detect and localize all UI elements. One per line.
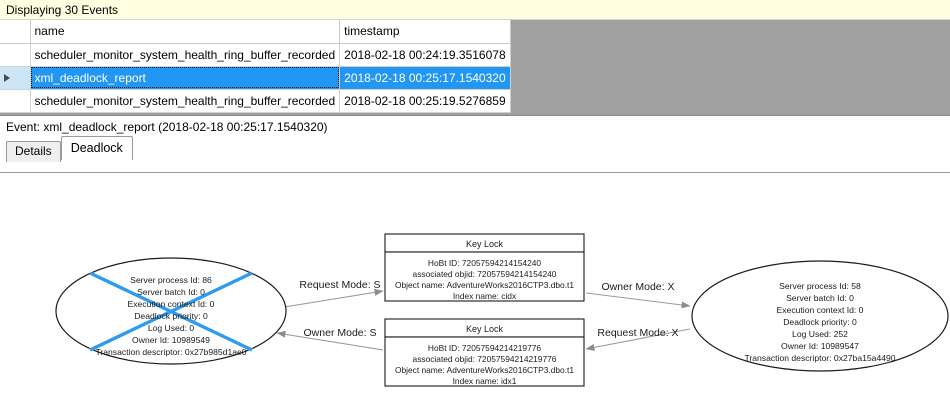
row-selector-arrow-icon bbox=[4, 74, 10, 83]
keylock-bottom-line-1: associated objid: 72057594214219776 bbox=[413, 354, 557, 364]
keylock-top-line-3: Index name: cidx bbox=[453, 291, 517, 301]
cell-name[interactable]: scheduler_monitor_system_health_ring_buf… bbox=[30, 89, 341, 113]
keylock-top-title: Key Lock bbox=[466, 239, 504, 249]
process-left-line-4: Log Used: 0 bbox=[148, 323, 195, 333]
row-selector-cell[interactable] bbox=[0, 43, 31, 67]
process-left-line-1: Server batch Id: 0 bbox=[137, 287, 205, 297]
events-grid[interactable]: name timestamp scheduler_monitor_system_… bbox=[0, 20, 511, 113]
cell-name[interactable]: scheduler_monitor_system_health_ring_buf… bbox=[30, 43, 341, 67]
process-left-line-5: Owner Id: 10989549 bbox=[132, 335, 210, 345]
deadlock-victim-cross-icon bbox=[89, 271, 253, 352]
deadlock-graph-canvas[interactable]: Request Mode: S Owner Mode: X Owner Mode… bbox=[0, 172, 950, 400]
keylock-bottom-line-2: Object name: AdventureWorks2016CTP3.dbo.… bbox=[395, 365, 574, 375]
process-left-line-3: Deadlock priority: 0 bbox=[134, 311, 208, 321]
row-selector-cell[interactable] bbox=[0, 66, 31, 90]
row-selector-cell[interactable] bbox=[0, 89, 31, 113]
detail-tabstrip[interactable]: Details Deadlock bbox=[0, 136, 950, 162]
table-row[interactable]: xml_deadlock_report 2018-02-18 00:25:17.… bbox=[0, 66, 511, 90]
displaying-events-banner: Displaying 30 Events bbox=[0, 0, 950, 20]
process-right-line-2: Execution context Id: 0 bbox=[777, 305, 864, 315]
event-detail-header: Event: xml_deadlock_report (2018-02-18 0… bbox=[0, 116, 950, 138]
keylock-top-line-2: Object name: AdventureWorks2016CTP3.dbo.… bbox=[395, 280, 574, 290]
tab-details[interactable]: Details bbox=[6, 141, 61, 162]
table-row[interactable]: scheduler_monitor_system_health_ring_buf… bbox=[0, 43, 511, 67]
process-right-line-6: Transaction descriptor: 0x27ba15a4490 bbox=[744, 353, 895, 363]
event-detail-title: Event: xml_deadlock_report (2018-02-18 0… bbox=[6, 120, 328, 134]
process-right-line-3: Deadlock priority: 0 bbox=[783, 317, 857, 327]
keylock-top-line-1: associated objid: 72057594214154240 bbox=[413, 269, 557, 279]
grid-header-name[interactable]: name bbox=[30, 20, 341, 44]
process-node-right[interactable]: Server process Id: 58 Server batch Id: 0… bbox=[691, 260, 949, 372]
process-right-line-1: Server batch Id: 0 bbox=[786, 293, 854, 303]
edge-right-owner-top: Owner Mode: X bbox=[585, 281, 691, 309]
events-grid-container[interactable]: name timestamp scheduler_monitor_system_… bbox=[0, 20, 950, 116]
cell-timestamp[interactable]: 2018-02-18 00:24:19.3516078 bbox=[339, 43, 511, 67]
edge-bottom-request-right: Request Mode: X bbox=[585, 327, 691, 351]
process-right-line-4: Log Used: 252 bbox=[792, 329, 848, 339]
cell-timestamp[interactable]: 2018-02-18 00:25:17.1540320 bbox=[339, 66, 511, 90]
edge-label-left-request-top: Request Mode: S bbox=[299, 279, 380, 291]
process-left-line-6: Transaction descriptor: 0x27b985d1ae0 bbox=[95, 347, 246, 357]
resource-node-keylock-top[interactable]: Key Lock HoBt ID: 72057594214154240 asso… bbox=[384, 233, 585, 302]
grid-header-timestamp[interactable]: timestamp bbox=[339, 20, 511, 44]
edge-label-bottom-request-right: Request Mode: X bbox=[597, 327, 678, 339]
resource-node-keylock-bottom[interactable]: Key Lock HoBt ID: 72057594214219776 asso… bbox=[384, 318, 585, 387]
edge-label-bottom-owner-left: Owner Mode: S bbox=[304, 327, 377, 339]
process-node-left[interactable]: Server process Id: 86 Server batch Id: 0… bbox=[55, 257, 287, 365]
keylock-top-line-0: HoBt ID: 72057594214154240 bbox=[428, 258, 541, 268]
displaying-events-label: Displaying 30 Events bbox=[6, 2, 119, 17]
tab-deadlock[interactable]: Deadlock bbox=[60, 136, 133, 160]
grid-header-selector bbox=[0, 20, 31, 44]
process-right-line-5: Owner Id: 10989547 bbox=[781, 341, 859, 351]
table-row[interactable]: scheduler_monitor_system_health_ring_buf… bbox=[0, 89, 511, 113]
process-left-line-2: Execution context Id: 0 bbox=[128, 299, 215, 309]
edge-label-right-owner-top: Owner Mode: X bbox=[602, 281, 675, 293]
keylock-bottom-line-0: HoBt ID: 72057594214219776 bbox=[428, 343, 541, 353]
keylock-bottom-title: Key Lock bbox=[466, 324, 504, 334]
keylock-bottom-line-3: Index name: idx1 bbox=[453, 376, 517, 386]
cell-timestamp[interactable]: 2018-02-18 00:25:19.5276859 bbox=[339, 89, 511, 113]
cell-name[interactable]: xml_deadlock_report bbox=[30, 66, 341, 90]
edge-bottom-owner-left: Owner Mode: S bbox=[276, 327, 384, 351]
edge-left-request-top: Request Mode: S bbox=[271, 279, 384, 310]
grid-header-row: name timestamp bbox=[0, 20, 511, 44]
process-left-line-0: Server process Id: 86 bbox=[130, 275, 212, 285]
process-right-line-0: Server process Id: 58 bbox=[779, 281, 861, 291]
